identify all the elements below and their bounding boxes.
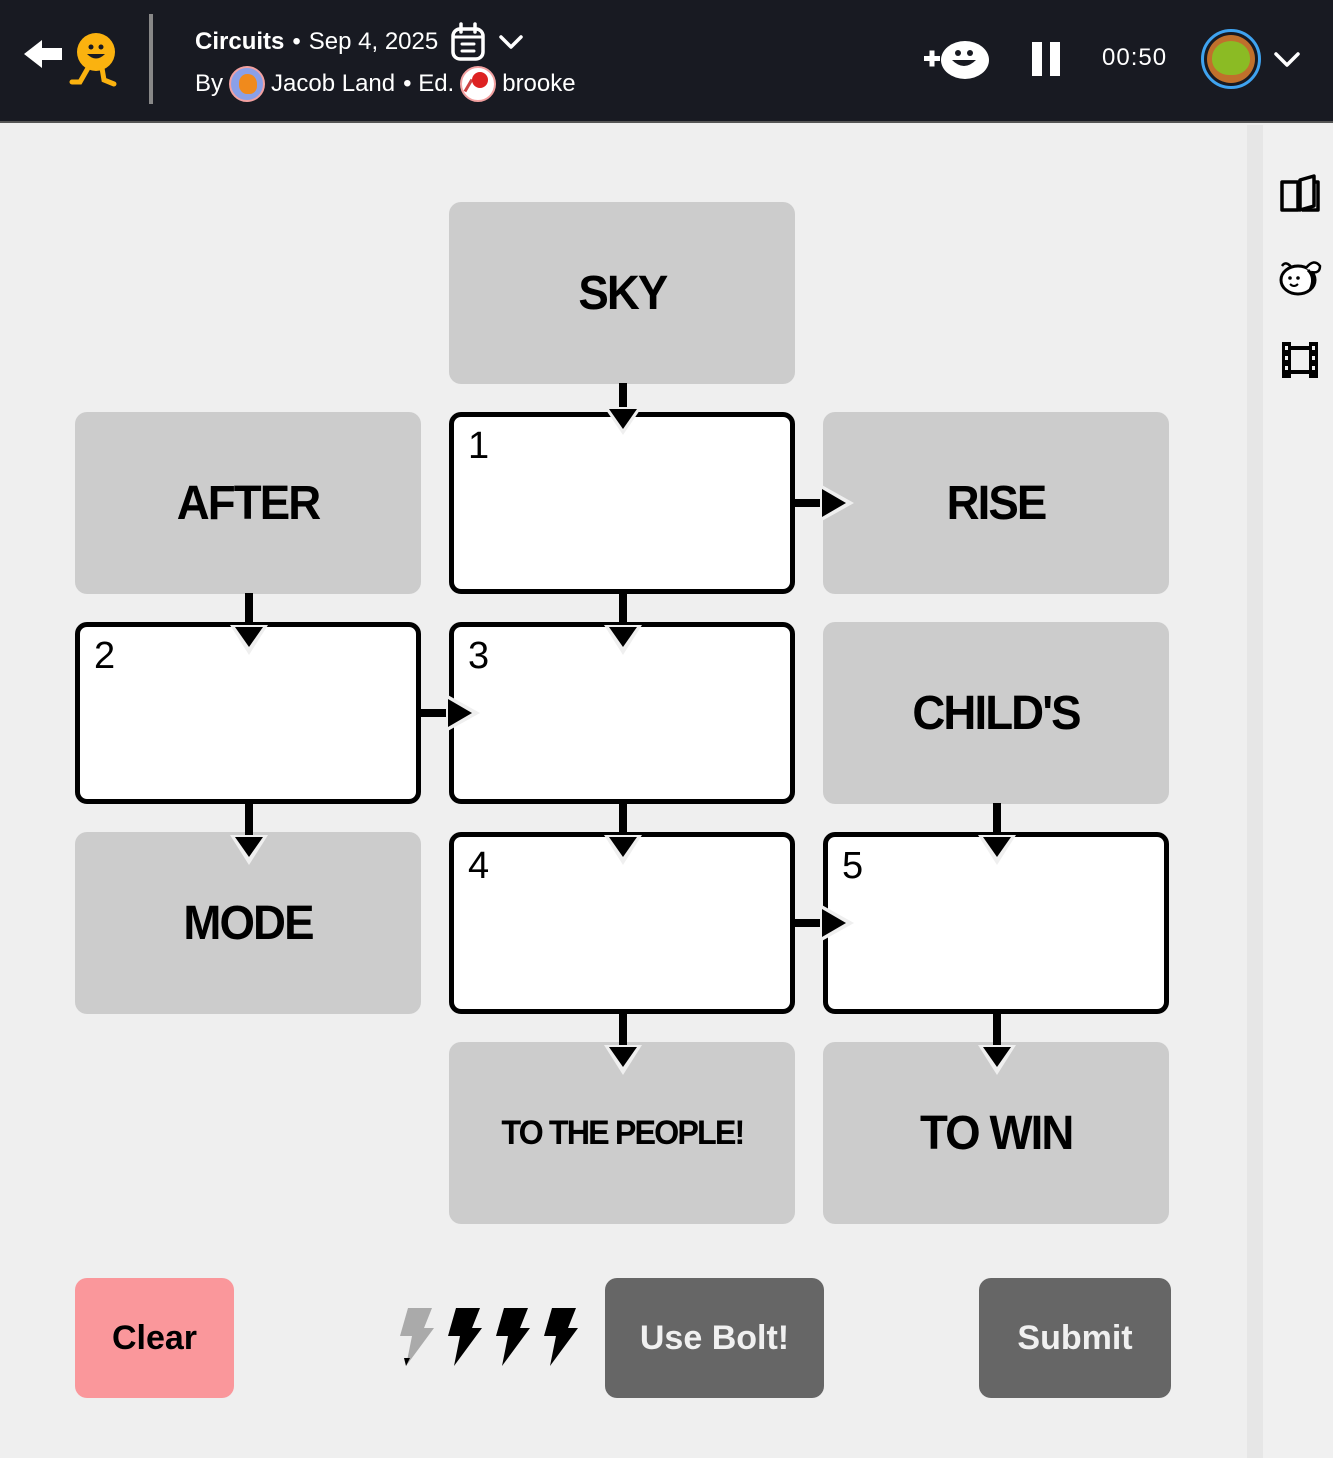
arrow-down-icon [604, 803, 642, 865]
right-sidebar [1247, 125, 1333, 1458]
add-friend-icon[interactable] [922, 38, 992, 82]
puzzle-date: Sep 4, 2025 [308, 28, 439, 55]
cell-number: 1 [468, 425, 490, 467]
credits-row: By Jacob Land • Ed. brooke [195, 66, 576, 102]
editor-label: • Ed. [403, 70, 455, 97]
calendar-icon[interactable] [450, 22, 486, 62]
arrow-down-icon [978, 1013, 1016, 1075]
pause-button[interactable] [1032, 42, 1060, 76]
cell-number: 3 [468, 635, 490, 677]
arrow-down-icon [230, 593, 268, 655]
bolt-used-icon [400, 1308, 434, 1366]
clue-after: AFTER [75, 412, 421, 594]
answer-cell-1[interactable]: 1 [449, 412, 795, 594]
timer: 00:50 [1102, 44, 1168, 71]
editor-name[interactable]: brooke [502, 70, 576, 97]
bolt-icon [496, 1308, 530, 1366]
separator: • [292, 28, 301, 55]
clue-rise: RISE [823, 412, 1169, 594]
chevron-down-icon[interactable] [496, 27, 526, 57]
bee-icon[interactable] [1278, 254, 1322, 298]
top-bar: Circuits • Sep 4, 2025 By Jacob Land • E… [0, 0, 1333, 123]
arrow-down-icon [604, 1013, 642, 1075]
book-icon[interactable] [1278, 172, 1322, 216]
game-name: Circuits [195, 28, 285, 55]
author-name[interactable]: Jacob Land [271, 70, 396, 97]
arrow-down-icon [978, 803, 1016, 865]
clue-sky: SKY [449, 202, 795, 384]
cell-number: 2 [94, 635, 116, 677]
author-avatar [229, 66, 266, 102]
arrow-right-icon [792, 484, 854, 522]
pause-bar-icon [1050, 42, 1060, 76]
cell-number: 5 [842, 845, 864, 887]
arrow-right-icon [792, 904, 854, 942]
cell-number: 4 [468, 845, 490, 887]
submit-button[interactable]: Submit [979, 1278, 1171, 1398]
pause-bar-icon [1032, 42, 1042, 76]
arrow-right-icon [418, 694, 480, 732]
bolt-icon [544, 1308, 578, 1366]
bolt-counter [394, 1306, 580, 1368]
film-icon[interactable] [1278, 338, 1322, 382]
chevron-down-icon[interactable] [1272, 44, 1302, 74]
clear-button[interactable]: Clear [75, 1278, 234, 1398]
arrow-down-icon [604, 383, 642, 435]
clue-childs: CHILD'S [823, 622, 1169, 804]
by-label: By [195, 70, 224, 97]
back-arrow-icon[interactable] [22, 36, 64, 72]
user-avatar[interactable] [1201, 29, 1261, 89]
arrow-down-icon [604, 593, 642, 655]
arrow-down-icon [230, 803, 268, 865]
editor-avatar [460, 66, 497, 102]
header-divider [149, 14, 153, 104]
puzzle-title-row: Circuits • Sep 4, 2025 [195, 22, 526, 62]
bolt-icon [448, 1308, 482, 1366]
clue-to-the-people: TO THE PEOPLE! [449, 1042, 795, 1224]
use-bolt-button[interactable]: Use Bolt! [605, 1278, 824, 1398]
logo-icon[interactable] [68, 32, 120, 88]
